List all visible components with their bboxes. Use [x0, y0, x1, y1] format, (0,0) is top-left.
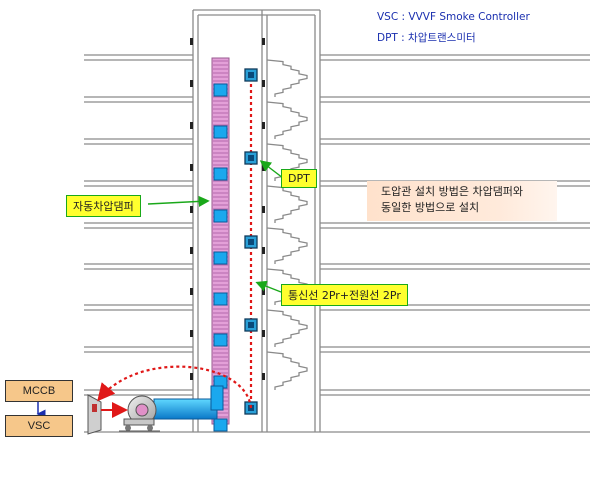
stair-flight: [266, 309, 308, 347]
wall-mark: [262, 247, 265, 254]
wall-mark: [262, 206, 265, 213]
callout-dpt: DPT: [281, 169, 317, 188]
wall-mark: [190, 164, 193, 171]
dpt-leader: [259, 160, 284, 179]
vsc-controller: [87, 394, 102, 435]
pressurization-duct: [211, 57, 230, 432]
wall-mark: [262, 330, 265, 337]
supply-fan: [119, 385, 224, 432]
wall-mark: [190, 38, 193, 45]
damper-leader: [147, 195, 210, 208]
stair-flight: [266, 351, 308, 390]
wall-mark: [262, 288, 265, 295]
pressure-damper: [213, 418, 228, 432]
dpt-sensor-core: [248, 72, 254, 78]
note-line-1: 도압관 설치 방법은 차압댐퍼와: [381, 185, 524, 198]
staircase: [266, 59, 308, 390]
wall-mark: [190, 373, 193, 380]
pressure-damper: [213, 125, 228, 139]
dpt-sensors: [244, 68, 258, 415]
pressure-damper: [213, 209, 228, 223]
wall-mark: [190, 206, 193, 213]
pressure-damper: [213, 333, 228, 347]
wall-mark: [190, 122, 193, 129]
callout-damper: 자동차압댐퍼: [66, 195, 141, 217]
pressure-damper: [213, 251, 228, 265]
legend-dpt: DPT : 차압트랜스미터: [377, 32, 476, 44]
dpt-sensor-core: [248, 239, 254, 245]
installation-note: 도압관 설치 방법은 차압댐퍼와 동일한 방법으로 설치: [367, 181, 557, 221]
mccb-box: MCCB: [5, 380, 73, 402]
shaft-walls: [192, 9, 321, 432]
pressure-damper: [213, 167, 228, 181]
feedback-arc: [97, 365, 253, 409]
cable-leader: [255, 280, 282, 293]
legend-vsc: VSC : VVVF Smoke Controller: [377, 11, 530, 23]
stair-flight: [266, 101, 308, 139]
floor-lines: [84, 54, 590, 433]
callout-cable: 통신선 2Pr+전원선 2Pr: [281, 284, 408, 306]
dpt-sensor-core: [248, 322, 254, 328]
vsc-box: VSC: [5, 415, 73, 437]
wall-mark: [190, 80, 193, 87]
wall-mark: [262, 80, 265, 87]
stair-flight: [266, 185, 308, 223]
stair-flight: [266, 227, 308, 264]
wall-mark: [190, 288, 193, 295]
wall-mark: [262, 164, 265, 171]
pressure-damper: [213, 292, 228, 306]
stair-flight: [266, 59, 308, 97]
wall-mark: [190, 330, 193, 337]
wall-mark: [190, 247, 193, 254]
note-line-2: 동일한 방법으로 설치: [381, 201, 480, 214]
pressure-damper: [213, 83, 228, 97]
wall-mark: [262, 38, 265, 45]
wall-mark: [262, 373, 265, 380]
wall-mark: [262, 122, 265, 129]
dpt-sensor-core: [248, 155, 254, 161]
